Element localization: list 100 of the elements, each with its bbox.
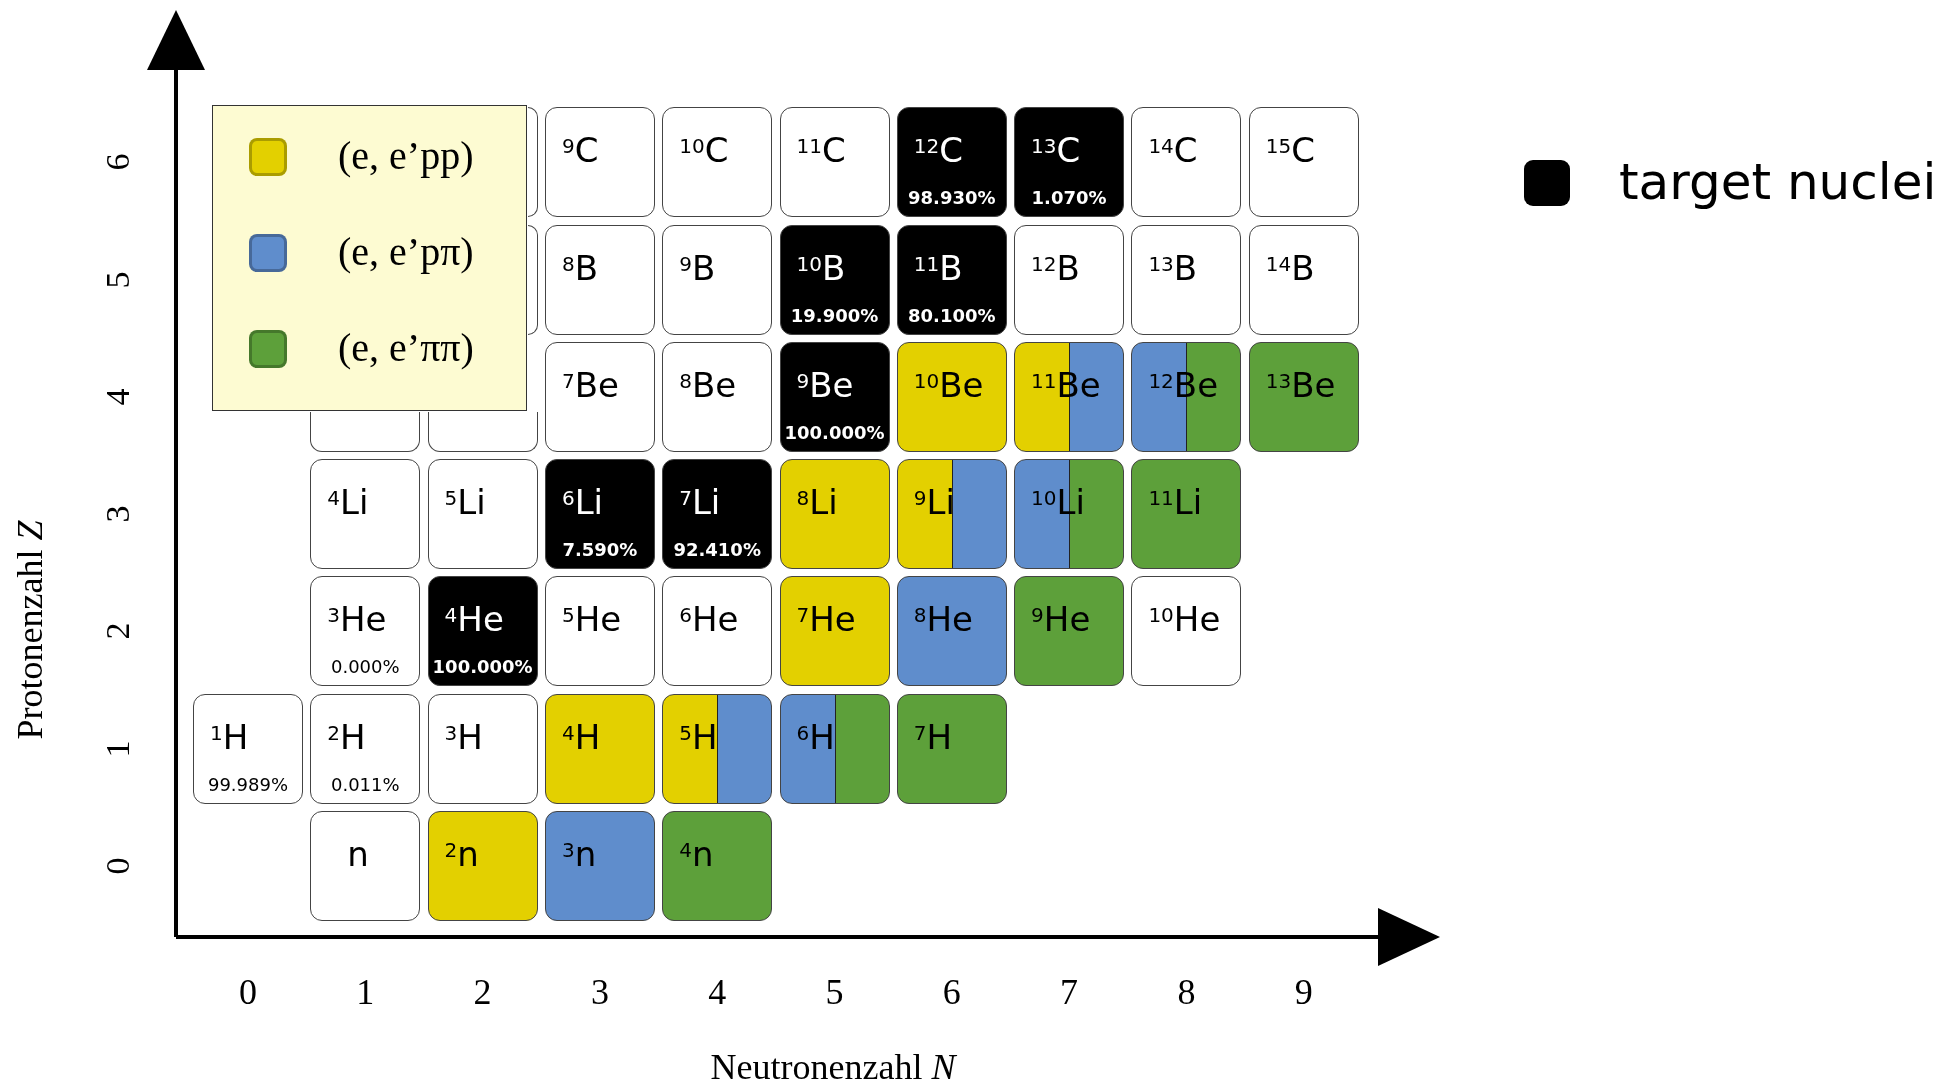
nuclide-symbol: $^{11}$Li bbox=[1148, 482, 1203, 523]
nuclide-symbol: $^{9}$Be bbox=[796, 364, 854, 405]
nuclide-symbol: $^{5}$He bbox=[561, 599, 622, 640]
nuclide-cell bbox=[544, 693, 655, 804]
nuclide-symbol: $^{9}$Li bbox=[913, 482, 955, 523]
nuclide-cell bbox=[1131, 224, 1242, 335]
nuclide-cell bbox=[310, 411, 421, 452]
axis-tick-label: 0 bbox=[239, 971, 257, 1013]
nuclide-cell bbox=[662, 693, 773, 804]
nuclide-symbol: $^{6}$Li bbox=[561, 482, 603, 523]
nuclide-symbol: $^{7}$Be bbox=[561, 364, 619, 405]
nuclide-symbol: $^{4}$n bbox=[679, 834, 714, 874]
nuclide-symbol: $^{1}$H bbox=[210, 716, 249, 757]
axis-tick-label: 5 bbox=[825, 971, 844, 1013]
nuclide-symbol: $^{4}$H bbox=[561, 716, 601, 757]
axis-tick-label: 6 bbox=[99, 153, 137, 171]
nuclide-cell bbox=[310, 459, 421, 570]
abundance-label: 99.989% bbox=[207, 773, 289, 795]
nuclide-cell bbox=[427, 576, 538, 687]
abundance-label: 7.590% bbox=[562, 539, 638, 561]
nuclide-cell bbox=[662, 107, 773, 218]
nuclide-symbol: $^{9}$He bbox=[1031, 599, 1091, 640]
nuclide-cell bbox=[779, 341, 890, 452]
nuclide-symbol: $^{8}$Li bbox=[796, 482, 838, 523]
nuclide-cell bbox=[662, 811, 773, 921]
abundance-label: 92.410% bbox=[673, 539, 761, 561]
nuclide-cell bbox=[310, 576, 421, 687]
nuclide-symbol: $^{10}$Be bbox=[913, 364, 984, 405]
nuclide-cell bbox=[896, 341, 1007, 452]
abundance-label: 1.070% bbox=[1031, 187, 1107, 209]
axis-tick-label: 4 bbox=[99, 388, 137, 406]
nuclide-symbol: $^{12}$C bbox=[913, 130, 963, 171]
axis-tick-label: 5 bbox=[99, 271, 137, 288]
nuclide-symbol: $^{11}$C bbox=[796, 130, 846, 171]
nuclide-cell bbox=[310, 693, 421, 804]
nuclide-symbol: $^{13}$C bbox=[1031, 130, 1081, 171]
nuclide-cell bbox=[1131, 341, 1242, 452]
abundance-label: 0.011% bbox=[330, 773, 400, 795]
nuclide-cell bbox=[896, 107, 1007, 218]
nuclide-cell bbox=[193, 693, 303, 804]
nuclide-symbol: $^{9}$B bbox=[679, 247, 716, 288]
nuclide-cell bbox=[1014, 576, 1125, 687]
axis-tick-label: 2 bbox=[473, 971, 492, 1013]
nuclide-symbol: $^{2}$H bbox=[327, 716, 366, 757]
nuclide-cell bbox=[544, 224, 655, 335]
nuclide-cell bbox=[544, 341, 655, 452]
nuclide-symbol: $^{3}$H bbox=[444, 716, 483, 757]
nuclide-cell bbox=[544, 459, 655, 570]
nuclide-symbol: $^{11}$B bbox=[913, 247, 963, 288]
nuclide-cell bbox=[779, 107, 890, 218]
nuclide-cell bbox=[1248, 224, 1359, 335]
legend-label: (e, e’pp) bbox=[338, 132, 474, 180]
abundance-label: 100.000% bbox=[432, 656, 533, 678]
nuclide-cell bbox=[310, 811, 421, 921]
nuclide-cell bbox=[1014, 341, 1125, 452]
nuclide-cell bbox=[1014, 459, 1125, 570]
abundance-label: 80.100% bbox=[908, 304, 996, 326]
nuclide-cell bbox=[1248, 341, 1359, 452]
nuclide-cell bbox=[1014, 107, 1125, 218]
nuclide-cell bbox=[427, 411, 538, 452]
nuclide-cell bbox=[544, 576, 655, 687]
nuclide-symbol: $^{8}$B bbox=[561, 247, 598, 288]
axis-tick-label: 0 bbox=[99, 857, 137, 875]
axis-tick-label: 9 bbox=[1294, 971, 1313, 1013]
nuclide-symbol: $^{7}$Li bbox=[679, 482, 721, 523]
nuclide-symbol: $^{10}$He bbox=[1148, 599, 1221, 640]
axis-tick-label: 7 bbox=[1060, 971, 1079, 1013]
nuclide-symbol: $^{14}$B bbox=[1265, 247, 1315, 288]
abundance-label: 100.000% bbox=[784, 421, 885, 443]
axis-tick-label: 8 bbox=[1177, 971, 1196, 1013]
nuclide-cell bbox=[662, 576, 773, 687]
abundance-label: 0.000% bbox=[330, 656, 400, 678]
nuclide-symbol: $^{14}$C bbox=[1148, 130, 1198, 171]
nuclide-symbol: $^{2}$n bbox=[444, 834, 479, 874]
nuclide-symbol: $^{15}$C bbox=[1265, 130, 1315, 171]
nuclide-cell bbox=[427, 693, 538, 804]
nuclide-cell bbox=[779, 224, 890, 335]
legend-label: (e, e’pπ) bbox=[338, 228, 474, 276]
nuclide-symbol: $^{3}$He bbox=[327, 599, 387, 640]
nuclide-cell bbox=[544, 107, 655, 218]
legend-label: (e, e’ππ) bbox=[338, 324, 474, 372]
nuclide-symbol: $^{7}$H bbox=[913, 716, 953, 757]
nuclide-cell bbox=[896, 224, 1007, 335]
nuclide-symbol: $^{8}$He bbox=[913, 599, 973, 640]
nuclide-cell bbox=[427, 811, 538, 921]
nuclide-cell bbox=[544, 811, 655, 921]
nuclide-symbol: $^{13}$Be bbox=[1265, 364, 1336, 405]
nuclide-cell bbox=[1131, 576, 1242, 687]
nuclide-symbol: $^{5}$H bbox=[679, 716, 718, 757]
nuclide-cell bbox=[1131, 107, 1242, 218]
axis-tick-label: 3 bbox=[99, 505, 137, 523]
nuclide-cell bbox=[1131, 459, 1242, 570]
axis-title: Protonenzahl Z bbox=[9, 520, 51, 740]
abundance-label: 98.930% bbox=[908, 187, 996, 209]
axis-title: Neutronenzahl N bbox=[710, 1046, 956, 1088]
axis-tick-label: 2 bbox=[99, 622, 137, 640]
nuclide-cell bbox=[662, 459, 773, 570]
legend-label: target nuclei bbox=[1619, 152, 1937, 212]
nuclide-cell bbox=[527, 107, 538, 218]
nuclide-symbol: $^{10}$B bbox=[796, 247, 846, 288]
